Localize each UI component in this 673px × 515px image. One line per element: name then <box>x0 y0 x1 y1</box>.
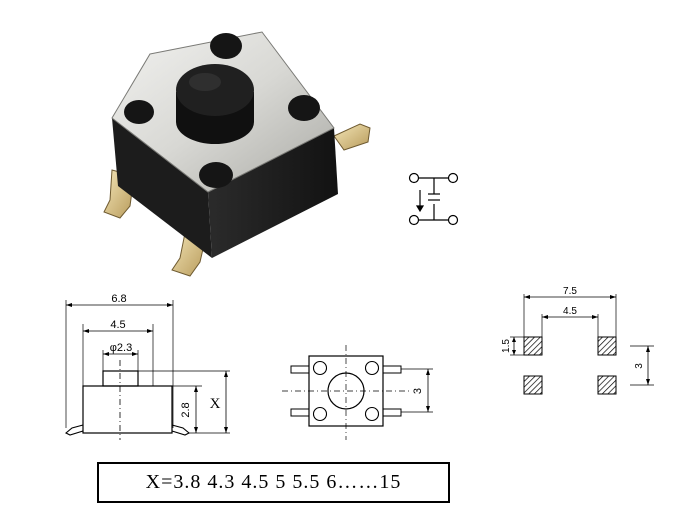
dimple-front <box>199 162 233 188</box>
side-plunger <box>102 370 139 387</box>
switch-photo <box>103 31 371 277</box>
lead-right <box>333 123 371 151</box>
dim-row-pitch: 3 <box>634 363 645 369</box>
pad-bottom-left <box>523 375 543 395</box>
body-right-face <box>208 128 338 258</box>
pad-top-right <box>597 336 617 356</box>
dimple-left <box>124 100 154 124</box>
dim-body-height: 2.8 <box>180 402 192 417</box>
dim-outer-span: 7.5 <box>563 286 577 297</box>
top-view <box>282 345 433 440</box>
schematic-symbol <box>408 172 459 226</box>
dimple-back <box>210 33 242 59</box>
dim-inner-gap: 4.5 <box>563 306 577 317</box>
height-options-text: X=3.8 4.3 4.5 5 5.5 6……15 <box>145 471 402 493</box>
dim-height-x: X <box>210 396 221 412</box>
footprint <box>510 294 654 395</box>
dim-lead-pitch: 3 <box>412 388 424 394</box>
dim-pad-size: 1.5 <box>501 339 512 353</box>
side-view: 6.8 4.5 φ2.3 2.8 X <box>65 293 230 440</box>
plunger-top <box>176 64 254 116</box>
side-body <box>82 385 173 434</box>
pad-top-left <box>523 336 543 356</box>
body-left-face <box>112 118 212 258</box>
top-plunger <box>327 372 365 410</box>
pad-bottom-right <box>597 375 617 395</box>
dim-width-outer: 6.8 <box>111 293 126 305</box>
dim-plunger-dia: φ2.3 <box>110 342 132 354</box>
height-options-box: X=3.8 4.3 4.5 5 5.5 6……15 <box>97 462 450 503</box>
dimple-right <box>288 95 320 121</box>
dim-width-inner: 4.5 <box>110 319 125 331</box>
